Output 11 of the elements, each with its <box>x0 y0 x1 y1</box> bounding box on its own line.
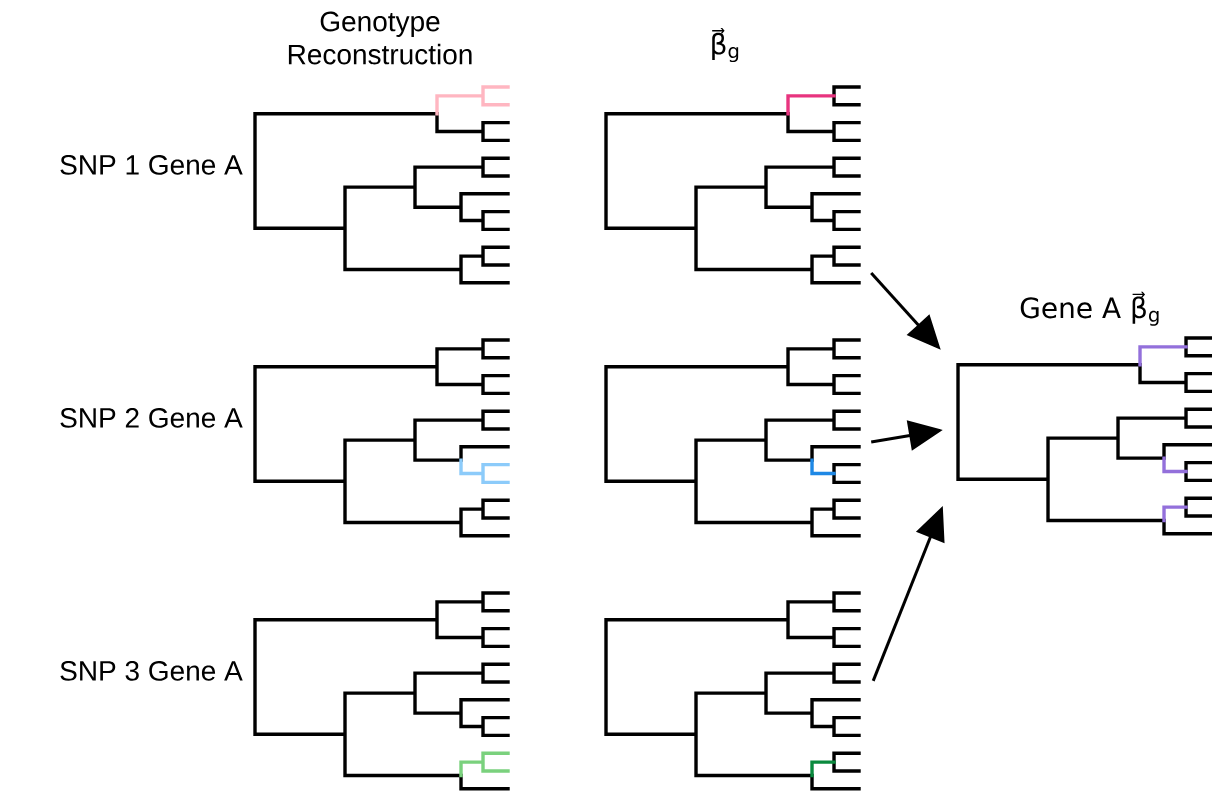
row-label: SNP 1 Gene A <box>60 155 243 175</box>
tree-drawing <box>253 591 510 791</box>
tree-drawing <box>604 338 861 538</box>
row-label: SNP 3 Gene A <box>60 661 243 681</box>
tree-title: Gene A β⃗$_{g}$ <box>1020 291 1159 326</box>
row-label: SNP 2 Gene A <box>60 408 243 428</box>
tree-drawing <box>604 85 861 285</box>
tree-drawing <box>956 336 1212 536</box>
tree-drawing <box>253 85 510 285</box>
tree-drawing <box>253 338 510 538</box>
tree-drawing <box>604 591 861 791</box>
